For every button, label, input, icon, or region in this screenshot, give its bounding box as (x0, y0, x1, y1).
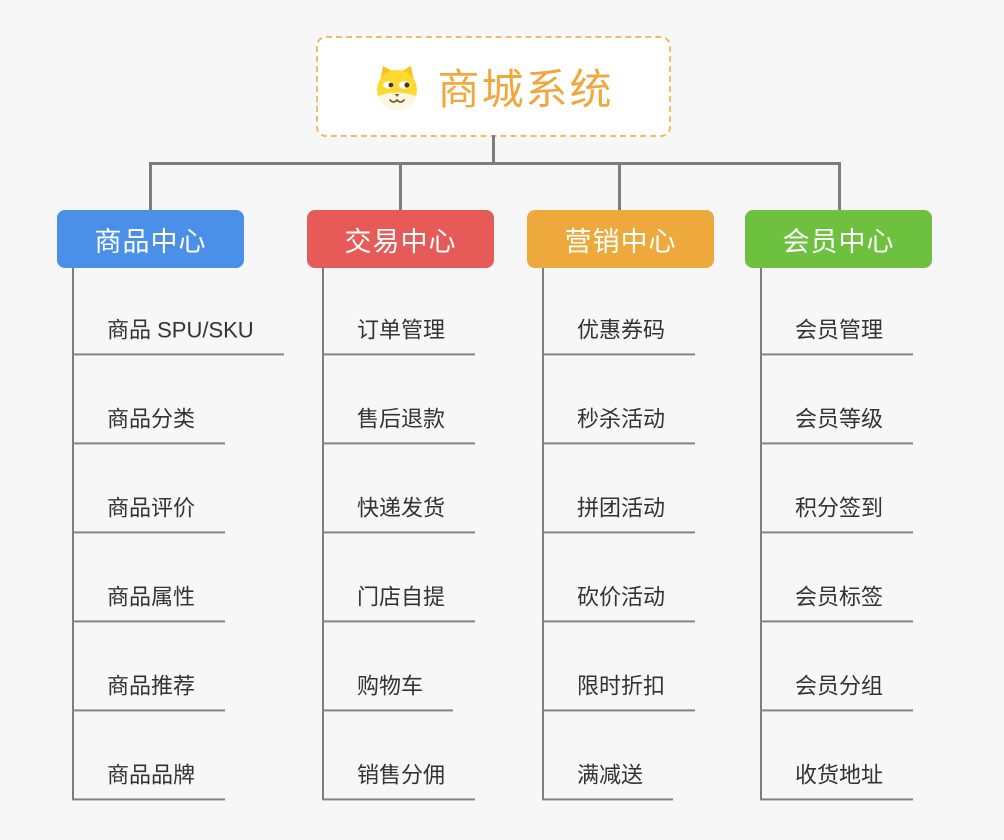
branch-header-label: 商品中心 (94, 226, 207, 257)
branch-header-label: 营销中心 (564, 226, 677, 257)
mindmap-node[interactable]: 秒杀活动 (542, 405, 696, 444)
connector-drop-trade (399, 162, 402, 210)
node-label: 满减送 (577, 762, 644, 788)
root-node-label: 商城系统 (437, 66, 614, 113)
node-label: 会员分组 (795, 673, 884, 699)
mindmap-node[interactable]: 商品评价 (72, 494, 226, 533)
branch-header-marketing-center[interactable]: 营销中心 (527, 210, 714, 268)
branch-items-product-center: 商品 SPU/SKU 商品分类 商品评价 商品属性 商品推荐 商品品牌 (72, 268, 312, 800)
mindmap-node[interactable]: 会员标签 (760, 583, 914, 622)
mindmap-node[interactable]: 商品推荐 (72, 672, 226, 711)
node-label: 订单管理 (357, 317, 446, 343)
branch-header-trade-center[interactable]: 交易中心 (307, 210, 494, 268)
mindmap-node[interactable]: 满减送 (542, 761, 674, 800)
mindmap-node[interactable]: 收货地址 (760, 761, 914, 800)
node-label: 优惠券码 (577, 317, 666, 343)
doge-icon (377, 65, 418, 110)
mindmap-node[interactable]: 商品属性 (72, 583, 226, 622)
node-label: 销售分佣 (357, 762, 446, 788)
mindmap-node[interactable]: 拼团活动 (542, 494, 696, 533)
branch-header-product-center[interactable]: 商品中心 (57, 210, 244, 268)
mindmap-node[interactable]: 会员等级 (760, 405, 914, 444)
node-label: 商品分类 (107, 406, 196, 432)
node-label: 售后退款 (357, 406, 446, 432)
branch-items-member-center: 会员管理 会员等级 积分签到 会员标签 会员分组 收货地址 (760, 268, 1000, 800)
node-label: 商品品牌 (107, 762, 196, 788)
branch-header-label: 会员中心 (782, 226, 895, 257)
node-label: 商品推荐 (107, 673, 196, 699)
mindmap-node[interactable]: 会员管理 (760, 316, 914, 355)
connector-drop-product (149, 162, 152, 210)
mindmap-node[interactable]: 商品品牌 (72, 761, 226, 800)
node-label: 收货地址 (795, 762, 884, 788)
branch-header-member-center[interactable]: 会员中心 (745, 210, 932, 268)
mindmap-node[interactable]: 优惠券码 (542, 316, 696, 355)
mindmap-node[interactable]: 销售分佣 (322, 761, 476, 800)
mindmap-node[interactable]: 售后退款 (322, 405, 476, 444)
root-node[interactable]: 商城系统 (316, 36, 671, 137)
node-label: 会员标签 (795, 584, 884, 610)
node-label: 快递发货 (357, 495, 446, 521)
connector-drop-marketing (618, 162, 621, 210)
node-label: 积分签到 (795, 495, 884, 521)
mindmap-node[interactable]: 订单管理 (322, 316, 476, 355)
mindmap-node[interactable]: 快递发货 (322, 494, 476, 533)
node-label: 购物车 (357, 673, 424, 699)
mindmap-node[interactable]: 会员分组 (760, 672, 914, 711)
node-label: 秒杀活动 (577, 406, 666, 432)
node-label: 商品 SPU/SKU (107, 317, 254, 343)
mindmap-node[interactable]: 商品 SPU/SKU (72, 316, 284, 355)
node-label: 会员等级 (795, 406, 884, 432)
node-label: 拼团活动 (577, 495, 666, 521)
connector-drop-member (838, 162, 841, 210)
node-label: 砍价活动 (577, 584, 666, 610)
node-label: 会员管理 (795, 317, 884, 343)
node-label: 商品属性 (107, 584, 196, 610)
node-label: 限时折扣 (577, 673, 666, 699)
mindmap-node[interactable]: 限时折扣 (542, 672, 696, 711)
branch-items-marketing-center: 优惠券码 秒杀活动 拼团活动 砍价活动 限时折扣 满减送 (542, 268, 782, 800)
mindmap-node[interactable]: 商品分类 (72, 405, 226, 444)
connector-root-stem (492, 135, 495, 165)
connector-horizontal-bar (149, 162, 841, 165)
mindmap-node[interactable]: 砍价活动 (542, 583, 696, 622)
mindmap-node[interactable]: 门店自提 (322, 583, 476, 622)
branch-header-label: 交易中心 (344, 226, 457, 257)
mindmap-node[interactable]: 积分签到 (760, 494, 914, 533)
branch-items-trade-center: 订单管理 售后退款 快递发货 门店自提 购物车 销售分佣 (322, 268, 562, 800)
node-label: 门店自提 (357, 584, 446, 610)
node-label: 商品评价 (107, 495, 196, 521)
mindmap-node[interactable]: 购物车 (322, 672, 454, 711)
